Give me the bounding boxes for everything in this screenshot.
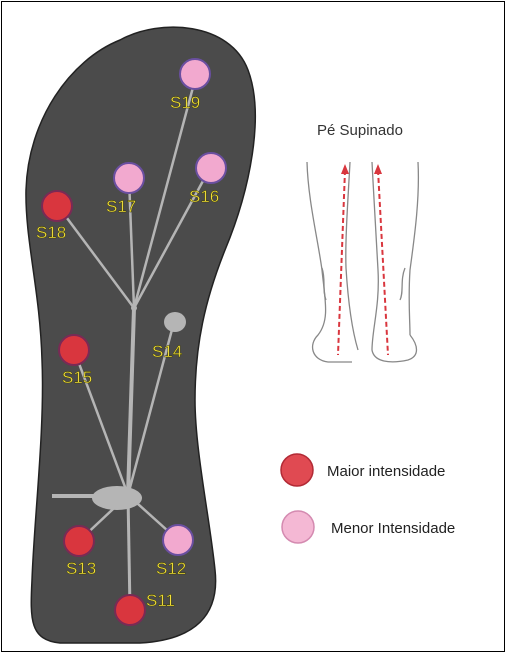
sensor-s19-dot (179, 58, 211, 90)
sensor-s11-label: S11 (146, 591, 175, 610)
legend-high-label: Maior intensidade (327, 463, 445, 480)
sensor-s19-label: S19 (170, 93, 200, 112)
sensor-s16-dot (195, 152, 227, 184)
insole-shape (25, 26, 256, 644)
sensor-s11-dot (114, 594, 146, 626)
sensor-s18-dot (41, 190, 73, 222)
sensor-s12-dot (162, 524, 194, 556)
supinated-foot-title: Pé Supinado (317, 122, 403, 139)
sensor-s17-dot (113, 162, 145, 194)
sensor-s12-label: S12 (156, 559, 186, 578)
sensor-s16-label: S16 (189, 187, 219, 206)
sensor-s15-dot (58, 334, 90, 366)
force-arrows (337, 169, 389, 356)
sensor-s14-label: S14 (152, 342, 182, 361)
sensor-s13-label: S13 (66, 559, 96, 578)
connector-hub (92, 486, 142, 510)
sensor-s15-label: S15 (62, 368, 92, 387)
legend-low-label: Menor Intensidade (331, 520, 455, 537)
sensor-s18-label: S18 (36, 223, 66, 242)
legend-low-swatch (281, 510, 315, 544)
sensor-s17-label: S17 (106, 197, 136, 216)
legend-high-swatch (280, 453, 314, 487)
sensor-s13-dot (63, 525, 95, 557)
supinated-legs-illustration (306, 161, 420, 363)
force-arrowheads (341, 164, 382, 174)
junction-node (131, 305, 137, 311)
sensor-s14-dot (164, 312, 186, 332)
